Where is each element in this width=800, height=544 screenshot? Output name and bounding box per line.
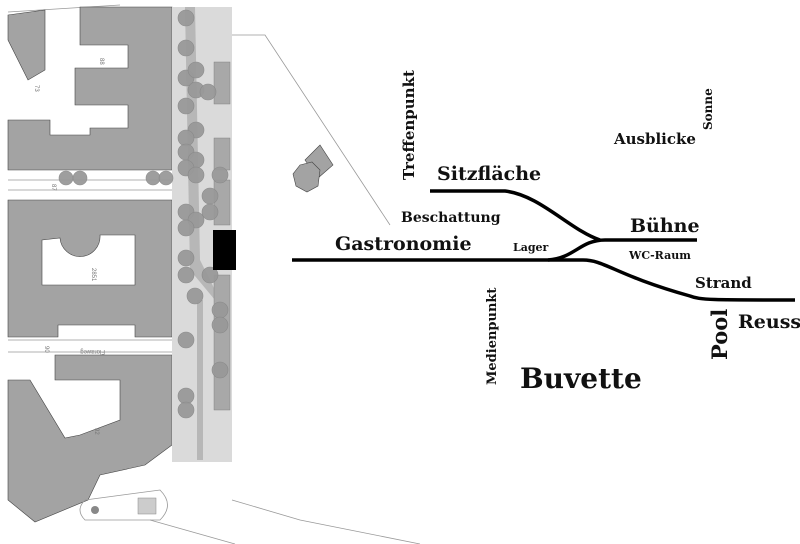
label-buehne: Bühne xyxy=(630,215,700,237)
label-medienpunkt: Medienpunkt xyxy=(485,288,500,385)
fountain xyxy=(91,506,99,514)
branch-line-lager-buehne xyxy=(547,238,697,262)
street-label: Floraweg xyxy=(80,348,105,354)
label-wc-raum: WC-Raum xyxy=(628,249,691,262)
building xyxy=(7,354,173,523)
map-label: 87 xyxy=(50,184,56,191)
label-treffenpunkt: Treffenpunkt xyxy=(400,70,418,180)
path xyxy=(197,300,203,460)
branch-line-gastronomie-strand xyxy=(292,258,796,302)
label-reuss: Reuss xyxy=(738,311,800,333)
label-ausblicke: Ausblicke xyxy=(613,130,696,148)
label-pool: Pool xyxy=(707,309,732,360)
branch-line-sitzflaeche xyxy=(430,189,601,242)
label-beschattung: Beschattung xyxy=(401,210,501,226)
label-sonne: Sonne xyxy=(701,88,715,130)
map-label: 73 xyxy=(33,85,39,92)
map-label: 88 xyxy=(98,58,104,65)
building xyxy=(7,199,173,338)
label-sitzflaeche: Sitzfläche xyxy=(437,163,541,185)
diagram-title-buvette: Buvette xyxy=(520,362,642,395)
buvette-location-marker xyxy=(213,230,236,270)
site-plan: 88 73 87 2851 Floraweg 90 92 xyxy=(7,4,421,544)
map-label: 90 xyxy=(43,346,49,353)
building xyxy=(7,6,173,171)
label-strand: Strand xyxy=(695,274,752,292)
label-gastronomie: Gastronomie xyxy=(335,233,472,255)
trees xyxy=(58,9,229,419)
pavilion-octagon xyxy=(292,161,321,193)
label-lager: Lager xyxy=(513,241,549,254)
map-label: 92 xyxy=(93,428,99,435)
roundabout xyxy=(79,489,168,521)
map-label: 2851 xyxy=(90,268,96,282)
building xyxy=(7,9,46,81)
program-diagram xyxy=(292,189,796,302)
stairs xyxy=(137,497,157,515)
